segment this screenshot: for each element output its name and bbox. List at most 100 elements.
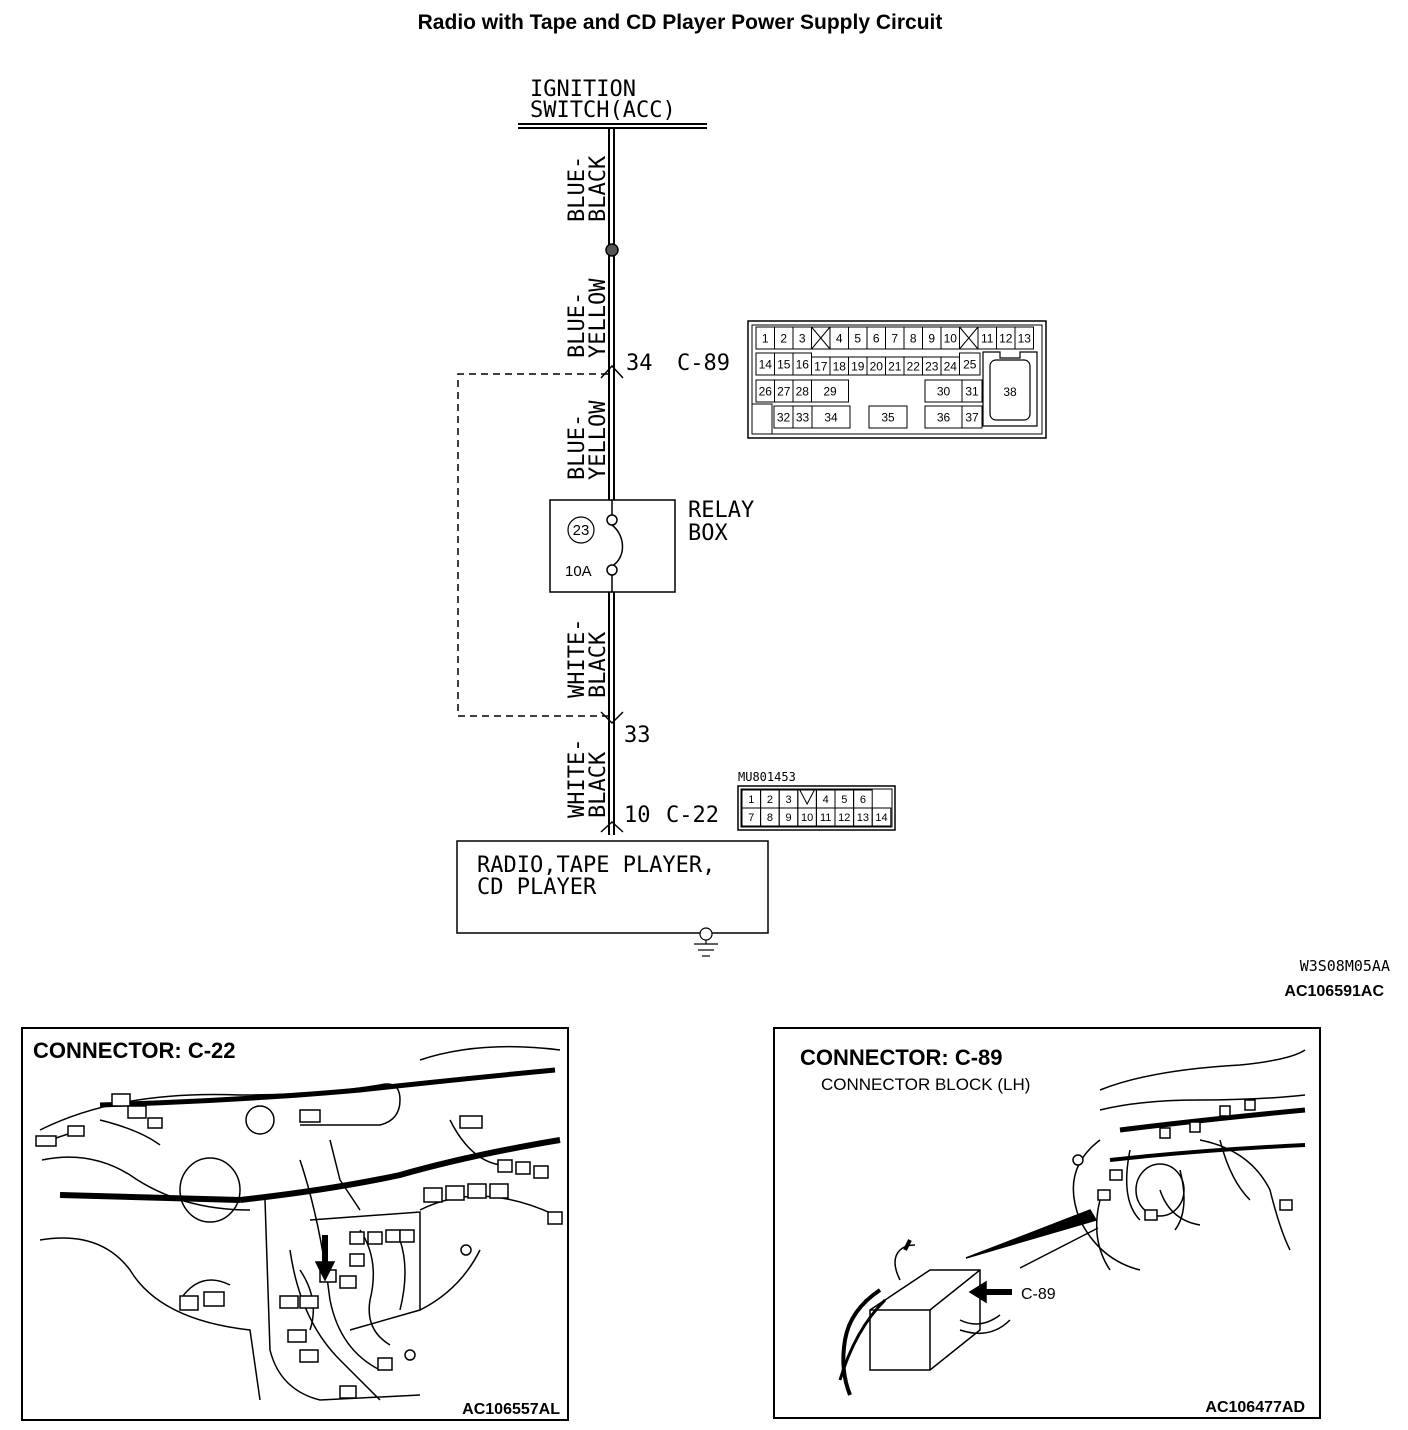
c89-pin-12-label: 12 — [999, 331, 1013, 345]
svg-text:BLUE-: BLUE- — [565, 414, 590, 480]
c89-pin-16-label: 16 — [796, 357, 810, 371]
radio-label-2: CD PLAYER — [477, 875, 597, 900]
ignition-switch-label-2: SWITCH(ACC) — [530, 98, 676, 123]
c22-pin-11-label: 11 — [820, 812, 831, 824]
diagram-code: W3S08M05AA — [1300, 957, 1390, 975]
c89-pin-35-cell — [868, 405, 908, 429]
ignition-switch-label-1: IGNITION — [530, 77, 636, 102]
splice-point — [605, 243, 619, 257]
panel-right-subtitle: CONNECTOR BLOCK (LH) — [821, 1075, 1030, 1094]
c89-pin-3-label: 3 — [799, 331, 806, 345]
svg-text:BLUE-: BLUE- — [565, 292, 590, 358]
relay-box-label-2: BOX — [688, 521, 728, 546]
c22-name: C-22 — [666, 803, 719, 828]
c89-pin-29-label: 29 — [823, 384, 837, 398]
panel-right-title: CONNECTOR: C-89 — [800, 1045, 1003, 1070]
c22-pin-13-label: 13 — [857, 812, 869, 824]
c89-blank-a-blank-mark — [811, 326, 831, 350]
c89-pin-9-label: 9 — [928, 331, 935, 345]
c89-pin-37-label: 37 — [965, 410, 979, 424]
pin33-connector-mark — [600, 711, 624, 725]
c22-pin-label: 10 — [624, 803, 651, 828]
c22-pin-8-label: 8 — [767, 812, 773, 824]
panel-right-code: AC106477AD — [1205, 1399, 1305, 1416]
c89-pin-15-label: 15 — [777, 357, 791, 371]
svg-text:WHITE-: WHITE- — [565, 619, 590, 698]
svg-text:BLUE-: BLUE- — [565, 156, 590, 222]
wire-label-blue-yellow-1: BLUE- YELLOW — [565, 278, 611, 358]
svg-text:WHITE-: WHITE- — [565, 739, 590, 818]
c89-pin-22-label: 22 — [907, 359, 921, 373]
c89-pin-26-label: 26 — [759, 384, 773, 398]
c89-pin-7-label: 7 — [891, 331, 898, 345]
c89-pin-32-label: 32 — [777, 410, 791, 424]
c22-pin-4-label: 4 — [823, 794, 829, 806]
relay-box-label-1: RELAY — [688, 498, 754, 523]
c89-name: C-89 — [677, 351, 730, 376]
c22-pin-2-label: 2 — [767, 794, 773, 806]
ground-symbol — [694, 927, 718, 957]
c89-pin-31-cell — [961, 379, 983, 403]
main-wire — [600, 128, 624, 835]
c89-pin-13-cell — [1014, 326, 1034, 350]
ignition-switch: IGNITION SWITCH(ACC) — [518, 77, 707, 129]
c89-pin-10-label: 10 — [944, 331, 958, 345]
c89-pin-34-label: 34 — [824, 410, 838, 424]
c89-pin-20-label: 20 — [870, 359, 884, 373]
fuse-number: 23 — [573, 522, 590, 539]
c89-pin-27-label: 27 — [777, 384, 791, 398]
svg-text:YELLOW: YELLOW — [586, 278, 611, 358]
c89-pin-6-label: 6 — [873, 331, 880, 345]
c89-pin-37-cell — [961, 405, 983, 429]
dashboard-illustration-right — [838, 1049, 1306, 1396]
c89-pin-28-label: 28 — [796, 384, 810, 398]
figure-code: AC106591AC — [1284, 983, 1384, 1000]
c89-pin-33-label: 33 — [796, 410, 810, 424]
c89-pin-11-label: 11 — [981, 331, 994, 345]
panel-left-code: AC106557AL — [462, 1401, 560, 1418]
c22-pin-5-label: 5 — [841, 794, 847, 806]
svg-text:BLACK: BLACK — [586, 631, 611, 698]
fuse-rating: 10A — [565, 563, 592, 580]
c22-pin-6-label: 6 — [860, 794, 866, 806]
fuse-element — [611, 524, 624, 567]
wire-label-white-black-1: WHITE- BLACK — [565, 619, 611, 698]
junction-block-outline — [457, 373, 608, 717]
c89-connector-mark — [600, 364, 624, 379]
c89-pin-19-label: 19 — [851, 359, 865, 373]
wire-label-blue-yellow-2: BLUE- YELLOW — [565, 400, 611, 480]
c22-pin-12-label: 12 — [838, 812, 850, 824]
c22-pin-3-label: 3 — [785, 794, 791, 806]
c89-pin-21-label: 21 — [888, 359, 902, 373]
c89-pin-31-label: 31 — [965, 384, 979, 398]
c89-pin-25-cell — [959, 352, 981, 376]
c22-part-number: MU801453 — [738, 770, 796, 784]
c89-pin-34-cell — [811, 405, 851, 429]
c22-pin-10-label: 10 — [801, 812, 813, 824]
c89-pin-18-label: 18 — [833, 359, 847, 373]
c22-connector-mark — [600, 820, 624, 833]
connector-c89-panel: CONNECTOR: C-89 CONNECTOR BLOCK (LH) C-8… — [773, 1027, 1321, 1419]
svg-text:BLACK: BLACK — [586, 751, 611, 818]
panel-left-title: CONNECTOR: C-22 — [33, 1038, 236, 1063]
c22-pin-14-cell — [871, 807, 892, 827]
c22-pin-1-label: 1 — [748, 794, 754, 806]
c89-pin-23-label: 23 — [925, 359, 939, 373]
c89-pin-5-label: 5 — [854, 331, 861, 345]
c89-pin-24-label: 24 — [944, 359, 958, 373]
dashboard-illustration-left — [35, 1045, 563, 1401]
c89-pin-36-label: 36 — [937, 410, 951, 424]
c89-pin-17-label: 17 — [814, 359, 828, 373]
diagram-title: Radio with Tape and CD Player Power Supp… — [418, 11, 943, 34]
c89-pin-8-label: 8 — [910, 331, 917, 345]
c89-pin-30-label: 30 — [937, 384, 951, 398]
pin-33-label: 33 — [624, 723, 651, 748]
c22-pin-14-label: 14 — [875, 812, 887, 824]
connector-c22-panel: CONNECTOR: C-22 AC106557AL — [21, 1027, 569, 1421]
c89-pin-4-label: 4 — [836, 331, 843, 345]
c22-pin-9-label: 9 — [785, 812, 791, 824]
panel-right-callout: C-89 — [1021, 1286, 1056, 1303]
c89-pin-25-label: 25 — [963, 357, 977, 371]
